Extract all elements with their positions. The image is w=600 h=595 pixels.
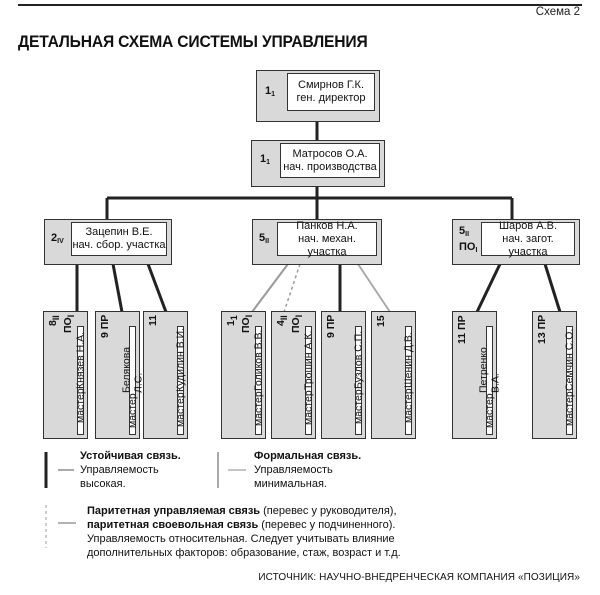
node-body: Петренко В.А.мастер	[478, 326, 502, 435]
link-mech-shenin	[357, 263, 391, 313]
node-name: Трошин А.К.	[302, 330, 315, 390]
node-name: Матросов О.А.	[292, 147, 368, 160]
node-body: Белякова Л.С.мастер	[121, 326, 145, 435]
node-code: 8II ПОI	[47, 315, 77, 334]
node-body: Трошин А.К.мастер	[302, 326, 315, 435]
legend-stable-text1: Управляемость	[80, 464, 159, 476]
source-note: ИСТОЧНИК: НАУЧНО-ВНЕДРЕНЧЕСКАЯ КОМПАНИЯ …	[258, 572, 580, 583]
legend-parity: Паритетная управляемая связь (перевес у …	[87, 504, 401, 560]
node-role: мастер	[252, 390, 265, 426]
node-name: Смирнов Г.К.	[298, 79, 364, 91]
legend-stable: Устойчивая связь. Управляемость высокая.	[80, 449, 181, 491]
legend-parity-note1: Управляемость относительная. Следует учи…	[87, 533, 395, 545]
link-mech-golikov	[251, 263, 289, 313]
node-code: 11	[265, 85, 276, 98]
node-master: 13 ПР Семчин С.О.мастер	[532, 311, 577, 439]
node-role: нач. производства	[283, 160, 377, 173]
node-body: Шенин Д.В.мастер	[402, 326, 415, 435]
scheme-label: Схема 2	[535, 6, 580, 18]
node-name: Кудилин В.И.	[174, 328, 187, 393]
node-master: 9 ПР Бузлов С.П.мастер	[321, 311, 366, 439]
legend-parity1-bold: Паритетная управляемая связь	[87, 505, 261, 517]
node-assembly: 2IV Зацепин В.Е. нач. сбор. участка	[44, 219, 172, 265]
node-code: 13 ПР	[536, 315, 548, 345]
node-name: Шенин Д.В.	[402, 332, 415, 389]
node-director: 11 Смирнов Г.К. ген. директор	[256, 70, 380, 122]
node-code: 5II	[259, 232, 270, 245]
node-role: мастер	[402, 388, 415, 423]
legend-stable-title: Устойчивая связь.	[80, 450, 181, 462]
node-name: Голиков В.В.	[252, 329, 265, 391]
node-name: Белякова Л.С.	[120, 347, 145, 394]
legend-stable-text2: высокая.	[80, 478, 126, 490]
node-role: мастер	[563, 391, 576, 426]
node-mech: 5II Панков Н.А. нач. механ. участка	[252, 219, 382, 265]
link-prep-petrenko	[475, 263, 502, 313]
node-body: Шаров А.В. нач. загот. участка	[481, 219, 575, 258]
node-role: нач. сбор. участка	[72, 239, 166, 251]
node-code: 11 ПОI	[225, 315, 255, 334]
node-body: Голиков В.В.мастер	[252, 326, 265, 435]
legend-formal: Формальная связь. Управляемость минималь…	[254, 449, 361, 491]
link-assembly-belyakova	[111, 263, 124, 313]
node-body: Князев Н.А.мастер	[74, 326, 87, 435]
node-name: Семчин С.О.	[563, 329, 576, 392]
node-name: Зацепин В.Е.	[85, 226, 153, 238]
node-body: Зацепин В.Е. нач. сбор. участка	[71, 222, 167, 256]
node-name: Шаров А.В.	[498, 219, 558, 232]
top-rule	[18, 4, 582, 6]
node-role: мастер	[126, 393, 139, 428]
legend-formal-text2: минимальная.	[254, 478, 327, 490]
node-code: 11	[147, 315, 159, 327]
node-name: Бузлов С.П.	[352, 331, 365, 390]
node-code: 9 ПР	[325, 315, 337, 339]
node-code: 4II ПОI	[275, 315, 305, 334]
node-body: Смирнов Г.К. ген. директор	[287, 73, 375, 111]
node-code: 11	[260, 153, 271, 166]
legend-parity2-bold: паритетная своевольная связь	[87, 519, 259, 531]
node-role: мастер	[302, 389, 315, 425]
legend-formal-text1: Управляемость	[254, 464, 333, 476]
node-role: мастер	[352, 389, 365, 424]
node-body: Панков Н.А. нач. механ. участка	[277, 219, 377, 258]
link-mech-troshin	[283, 263, 301, 313]
node-role: мастер	[483, 393, 496, 428]
node-role: мастер	[174, 392, 187, 427]
node-name: Князев Н.А.	[74, 331, 87, 389]
node-role: нач. загот. участка	[502, 232, 554, 258]
node-role: ген. директор	[296, 92, 366, 104]
legend-parity-note2: дополнительных факторов: образование, ст…	[87, 547, 401, 559]
legend-parity2-rest: (перевес у подчиненного).	[258, 519, 396, 531]
node-role: нач. механ. участка	[298, 232, 356, 258]
node-production: 11 Матросов О.А. нач. производства	[251, 140, 385, 187]
node-body: Матросов О.А. нач. производства	[280, 143, 380, 178]
node-code: 15	[375, 315, 387, 327]
link-prep-semchin	[543, 263, 562, 313]
node-role: мастер	[74, 388, 87, 424]
node-body: Кудилин В.И.мастер	[174, 326, 187, 435]
node-name: Панков Н.А.	[296, 219, 358, 232]
node-name: Петренко В.А.	[477, 347, 502, 394]
node-body: Семчин С.О.мастер	[563, 326, 576, 435]
node-body: Бузлов С.П.мастер	[352, 326, 365, 435]
node-code: 2IV	[51, 232, 64, 245]
page-title: ДЕТАЛЬНАЯ СХЕМА СИСТЕМЫ УПРАВЛЕНИЯ	[18, 32, 368, 51]
link-assembly-kudilin	[146, 263, 168, 313]
legend-parity1-rest: (перевес у руководителя),	[260, 505, 397, 517]
legend-formal-title: Формальная связь.	[254, 450, 362, 462]
